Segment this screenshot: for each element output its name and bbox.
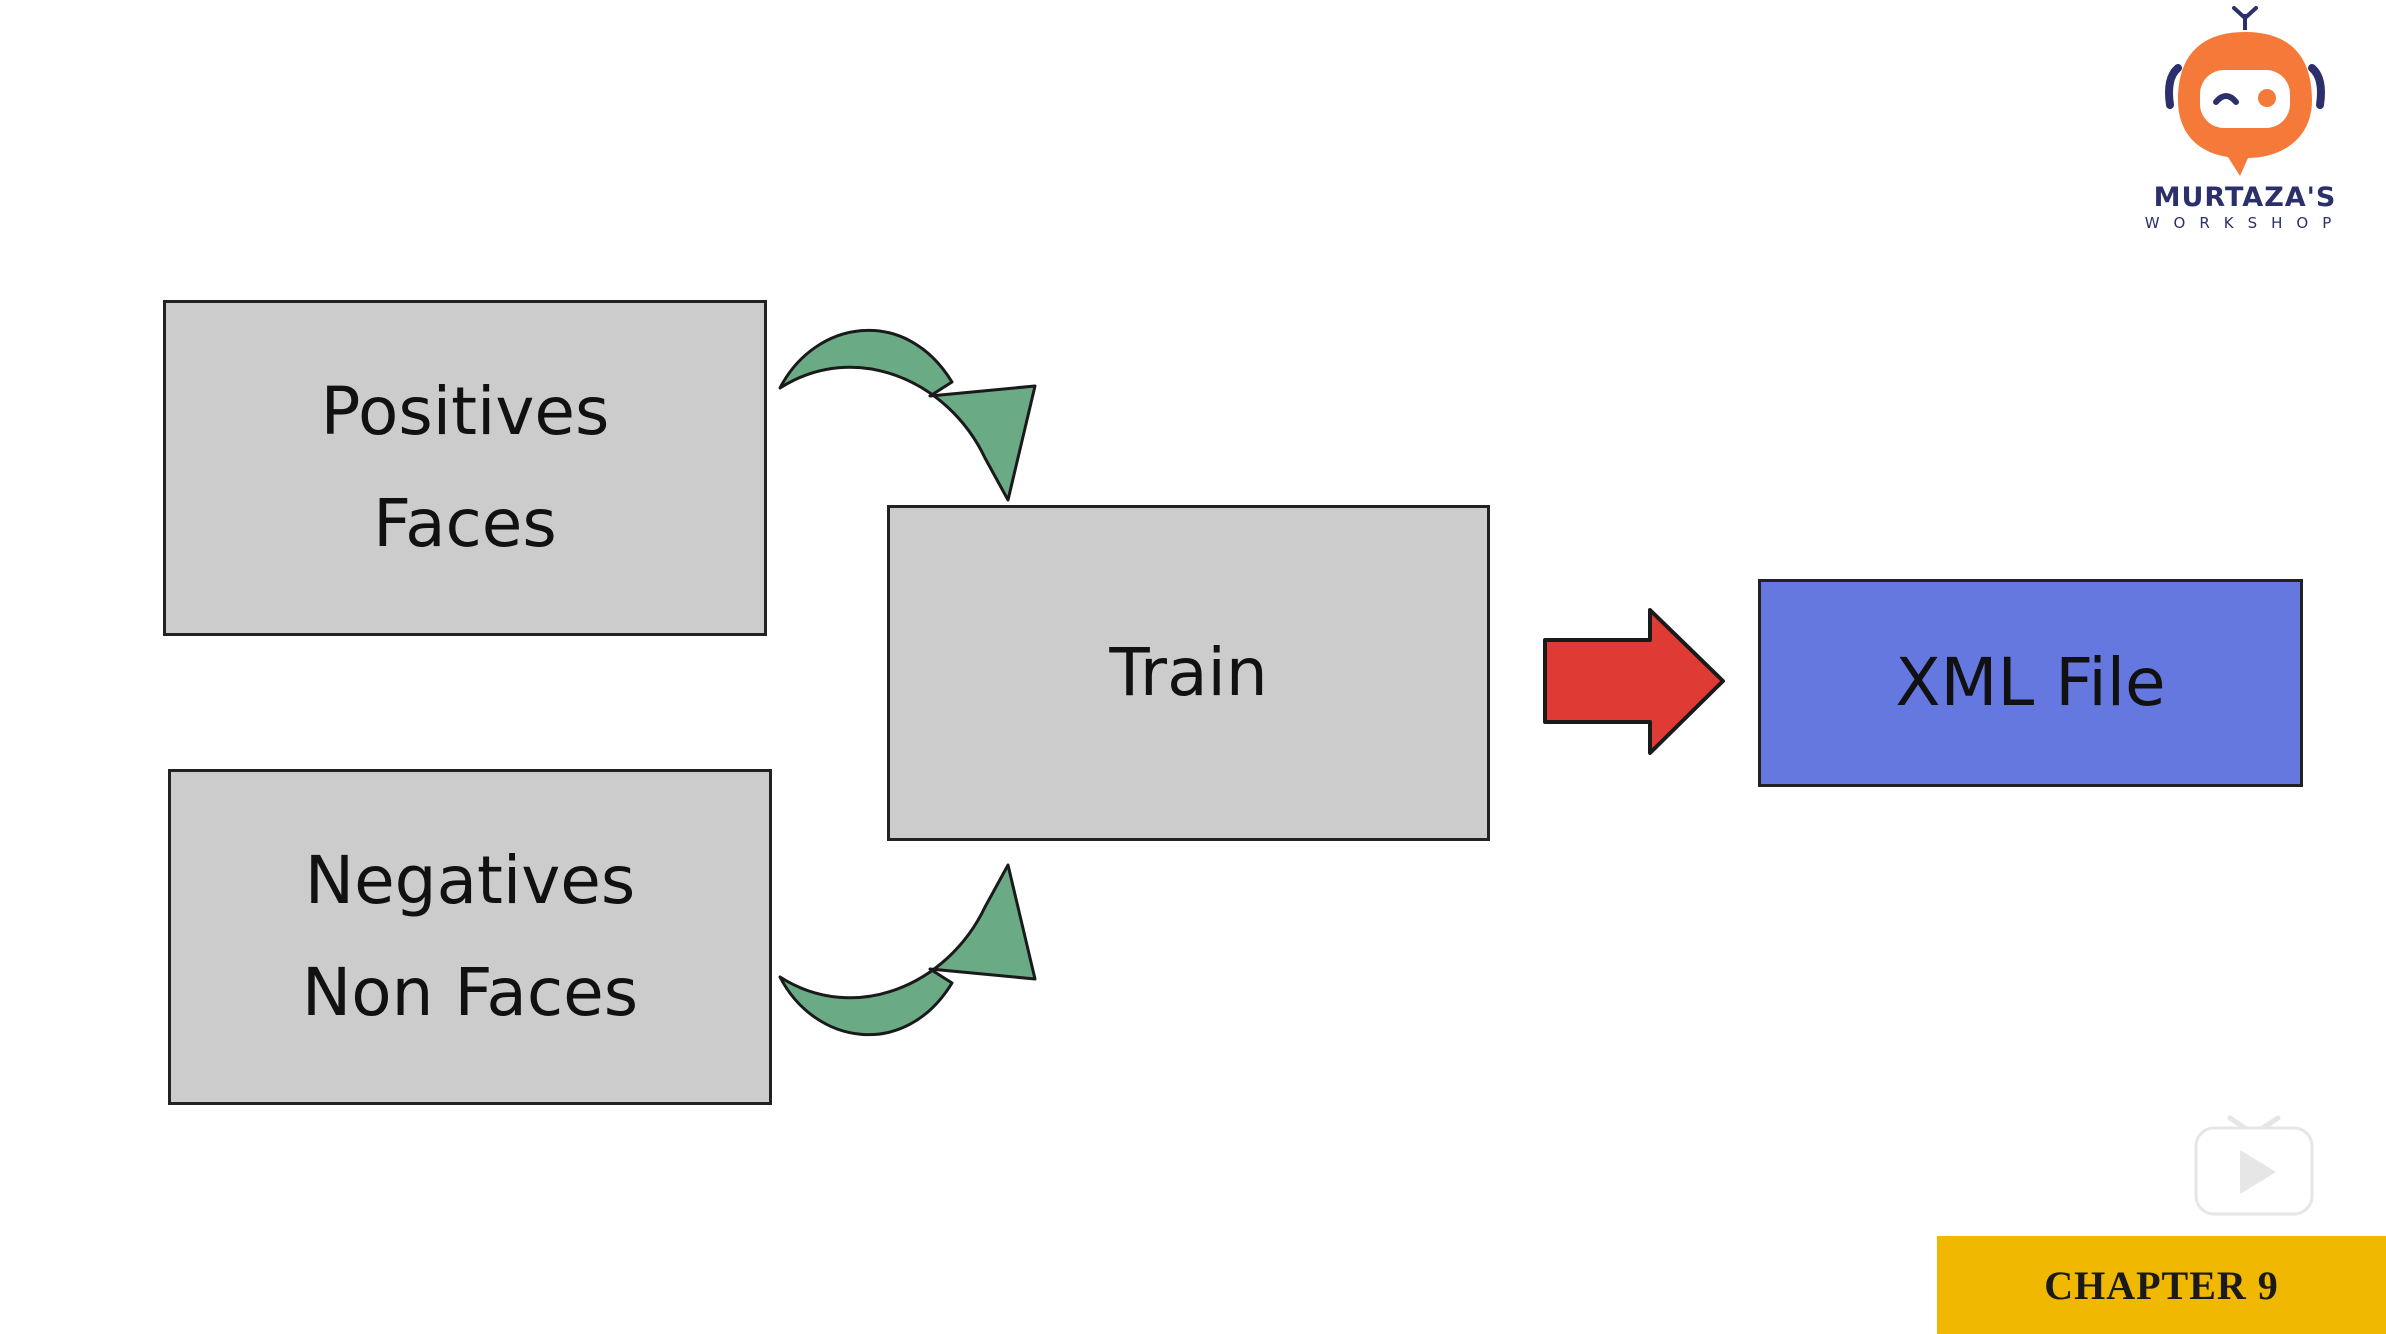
xml-file-label: XML File — [1895, 643, 2166, 721]
faces-label: Faces — [373, 485, 557, 562]
positives-box: Positives Faces — [163, 300, 767, 636]
arrow-train-to-xml — [1543, 608, 1725, 755]
chapter-label: CHAPTER 9 — [2044, 1262, 2279, 1308]
logo-subtitle: WORKSHOP — [2144, 214, 2346, 232]
non-faces-label: Non Faces — [301, 954, 639, 1031]
play-button[interactable] — [2192, 1110, 2316, 1220]
positives-label: Positives — [320, 372, 610, 450]
curved-arrow-negatives-to-train — [778, 863, 1037, 1037]
train-label: Train — [1109, 633, 1268, 711]
robot-mascot-icon — [2165, 6, 2325, 176]
play-icon — [2240, 1150, 2276, 1194]
brand-logo: MURTAZA'S WORKSHOP — [2130, 0, 2360, 240]
negatives-label: Negatives — [304, 841, 636, 919]
chapter-badge: CHAPTER 9 — [1937, 1236, 2386, 1334]
train-box: Train — [887, 505, 1490, 841]
negatives-box: Negatives Non Faces — [168, 769, 772, 1105]
xml-file-box: XML File — [1758, 579, 2303, 787]
logo-name: MURTAZA'S — [2153, 182, 2337, 213]
curved-arrow-positives-to-train — [778, 328, 1037, 502]
